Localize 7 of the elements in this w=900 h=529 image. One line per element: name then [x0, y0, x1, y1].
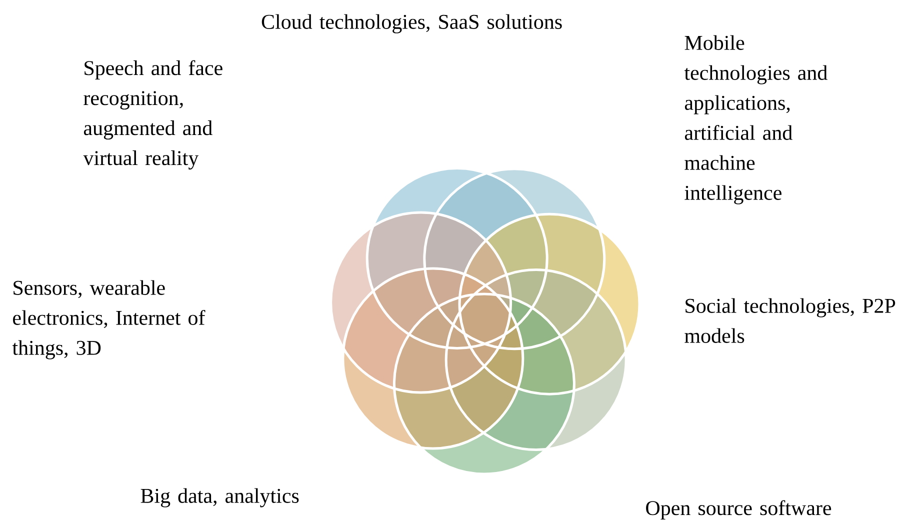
- label-text: Mobile technologies and applications, artificial and machine intelligence: [684, 35, 828, 204]
- label-text: Speech and face recognition, augmented and virtual reality: [83, 60, 222, 170]
- label-text: Cloud technologies, SaaS solutions: [262, 14, 562, 34]
- label-text: Big data, analytics: [140, 488, 299, 508]
- label-text: Sensors, wearable electronics, Internet of things, 3D: [12, 280, 206, 360]
- label-text: Social technologies, P2P models: [684, 298, 896, 343]
- label-text: Open source software: [646, 500, 832, 520]
